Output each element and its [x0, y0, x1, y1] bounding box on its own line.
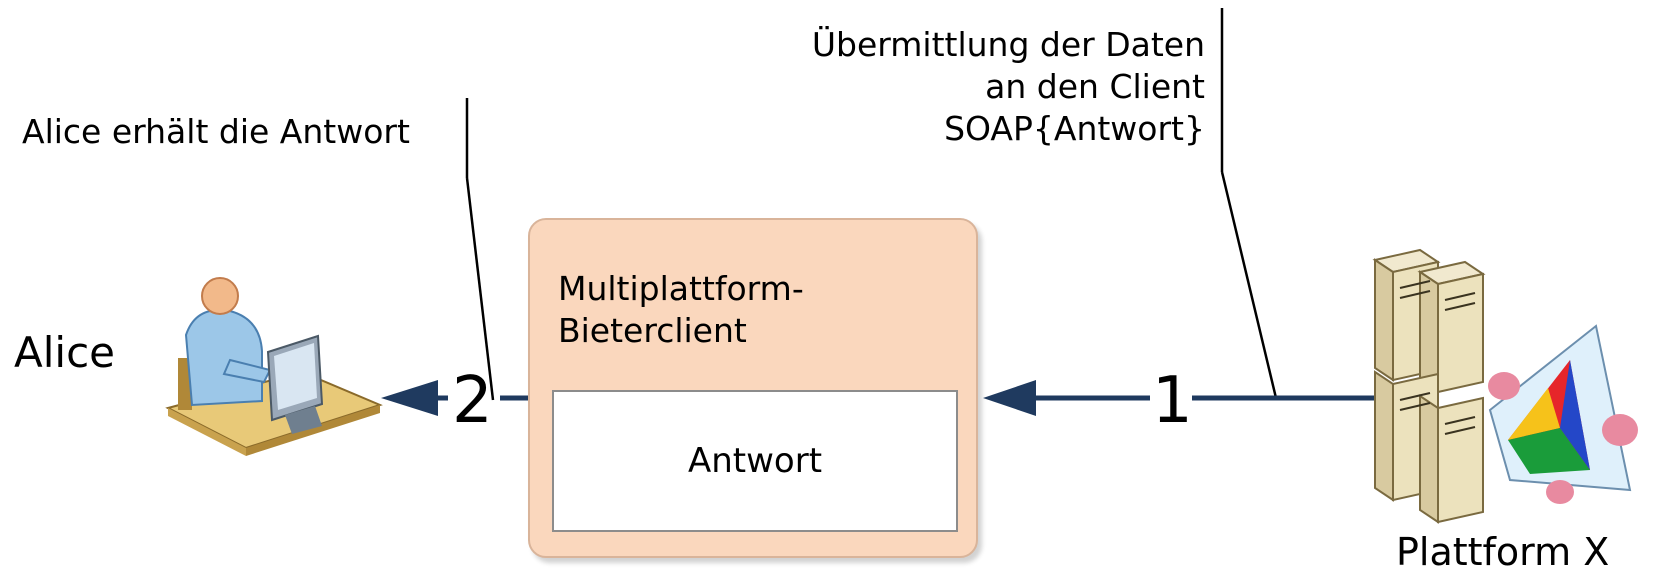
callout-line-step2 — [465, 98, 495, 401]
annotation-step-1: Übermittlung der Daten an den Client SOA… — [700, 24, 1205, 150]
annotation-step-1-line: an den Client — [985, 67, 1205, 106]
annotation-step-1-line: Übermittlung der Daten — [811, 25, 1205, 64]
response-box: Antwort — [552, 390, 958, 532]
response-label: Antwort — [687, 441, 823, 481]
annotation-step-2: Alice erhält die Antwort — [22, 112, 410, 151]
callout-line-step1 — [1220, 8, 1278, 399]
alice-label: Alice — [14, 328, 116, 377]
bidder-client-box: Multiplattform- Bieterclient Antwort — [528, 218, 978, 558]
platform-label: Plattform X — [1396, 530, 1610, 574]
arrow-platform-to-client — [983, 380, 1375, 416]
annotation-step-1-line: SOAP{Antwort} — [944, 109, 1205, 148]
step-2-number: 2 — [452, 364, 493, 438]
arrow-client-to-alice — [381, 380, 530, 416]
bidder-client-title-line: Multiplattform- — [558, 269, 804, 308]
user-at-computer-icon — [165, 277, 383, 456]
bidder-client-title-line: Bieterclient — [558, 311, 747, 350]
step-1-number: 1 — [1152, 364, 1193, 438]
bidder-client-title: Multiplattform- Bieterclient — [558, 268, 804, 352]
server-cluster-icon — [1372, 248, 1638, 524]
